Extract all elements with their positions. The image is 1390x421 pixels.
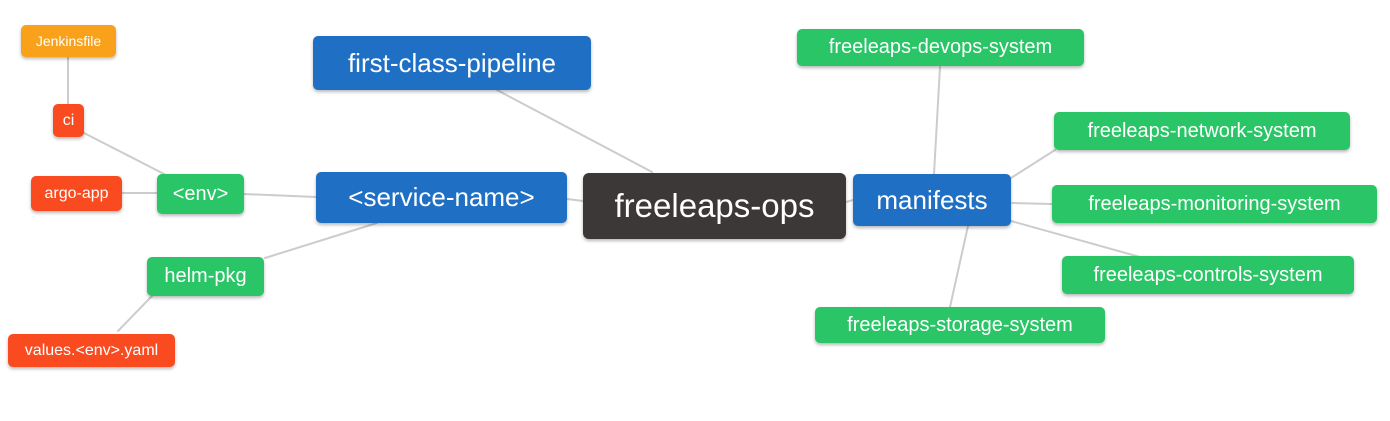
node-freeleaps-devops-system[interactable]: freeleaps-devops-system [797, 29, 1084, 66]
node-ci[interactable]: ci [53, 104, 84, 137]
edge-service-name-to-env [243, 193, 317, 198]
node-freeleaps-controls-system[interactable]: freeleaps-controls-system [1062, 256, 1354, 294]
edge-env-to-ci [83, 132, 167, 176]
edge-manifests-to-monitoring-system [1011, 202, 1053, 205]
node-freeleaps-network-system[interactable]: freeleaps-network-system [1054, 112, 1350, 150]
edge-service-name-to-helm-pkg [264, 222, 378, 259]
node-freeleaps-storage-system[interactable]: freeleaps-storage-system [815, 307, 1105, 343]
node-freeleaps-ops[interactable]: freeleaps-ops [583, 173, 846, 239]
node-argo-app[interactable]: argo-app [31, 176, 122, 211]
edge-manifests-to-devops-system [933, 66, 941, 175]
edge-root-to-service-name [566, 198, 584, 202]
node-first-class-pipeline[interactable]: first-class-pipeline [313, 36, 591, 90]
edge-manifests-to-network-system [1010, 149, 1056, 179]
edge-helm-pkg-to-values-env-yaml [117, 295, 153, 332]
edge-manifests-to-controls-system [1010, 220, 1141, 258]
node-manifests[interactable]: manifests [853, 174, 1011, 226]
edge-root-to-first-class-pipeline [496, 89, 653, 173]
edge-manifests-to-storage-system [949, 225, 969, 308]
edge-root-to-manifests [845, 199, 854, 203]
node-service-name[interactable]: <service-name> [316, 172, 567, 223]
node-jenkinsfile[interactable]: Jenkinsfile [21, 25, 116, 57]
node-env[interactable]: <env> [157, 174, 244, 214]
node-values-env-yaml[interactable]: values.<env>.yaml [8, 334, 175, 367]
node-helm-pkg[interactable]: helm-pkg [147, 257, 264, 296]
node-freeleaps-monitoring-system[interactable]: freeleaps-monitoring-system [1052, 185, 1377, 223]
